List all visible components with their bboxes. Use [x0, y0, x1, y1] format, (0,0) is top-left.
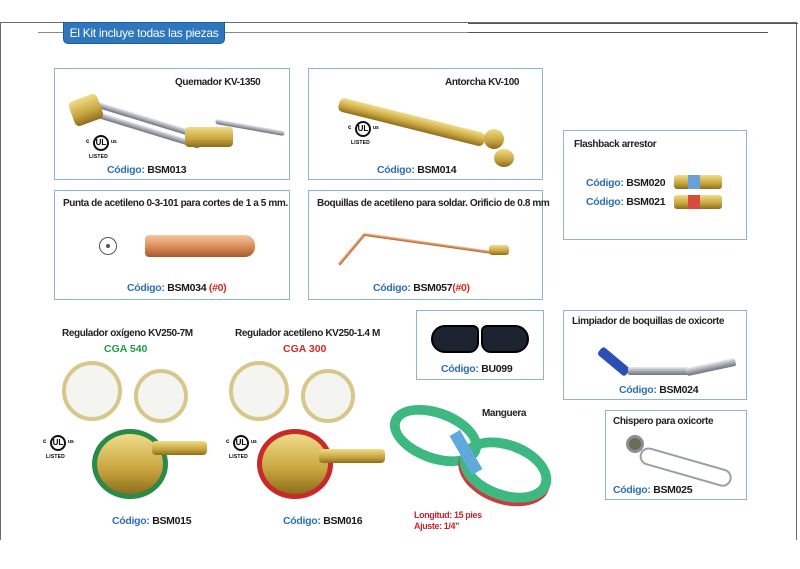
product-code: Código: BSM015: [112, 515, 192, 527]
product-code: Código: BSM014: [377, 164, 457, 176]
product-card-flashback: Flashback arrestor Código: BSM020 Código…: [563, 130, 747, 240]
tip-cleaner-image: [596, 339, 740, 379]
product-title: Regulador acetileno KV250-1.4 M: [235, 328, 380, 339]
page-frame: [0, 22, 797, 540]
product-title: Punta de acetileno 0-3-101 para cortes d…: [63, 198, 288, 209]
product-card-boquillas: Boquillas de acetileno para soldar. Orif…: [308, 190, 550, 300]
flashback-arrestor-red-image: [674, 195, 722, 209]
hose-length: Longitud: 15 pies: [414, 510, 482, 520]
header-rule-top: [468, 23, 798, 24]
torch-image: [337, 87, 529, 167]
product-subtitle: CGA 300: [283, 343, 327, 355]
goggles-image: [431, 319, 531, 355]
product-title: Quemador KV-1350: [175, 77, 261, 88]
hose-image: [381, 393, 561, 515]
product-code: Código: BSM013: [107, 164, 187, 176]
product-reg-acetileno: Regulador acetileno KV250-1.4 M CGA 300 …: [215, 325, 395, 535]
product-code-1: Código: BSM020: [586, 177, 666, 189]
product-manguera: Manguera Longitud: 15 pies Ajuste: 1/4": [381, 393, 564, 534]
tip-face-icon: [99, 237, 117, 255]
hose-fit: Ajuste: 1/4": [414, 521, 459, 531]
product-title: Regulador oxígeno KV250-7M: [62, 328, 193, 339]
welding-nozzle-image: [337, 221, 539, 281]
product-code: Código: BSM057(#0): [373, 282, 470, 294]
product-card-limpiador: Limpiador de boquillas de oxicorte Códig…: [563, 310, 747, 400]
torch-handle-image: [65, 87, 285, 157]
product-title: Flashback arrestor: [574, 139, 657, 150]
cutting-tip-image: [145, 235, 255, 257]
acetylene-regulator-image: [229, 361, 389, 506]
product-title: Manguera: [482, 408, 527, 419]
product-code: Código: BSM024: [619, 384, 699, 396]
header-rule: [38, 32, 468, 33]
product-card-chispero: Chispero para oxicorte Código: BSM025: [605, 410, 747, 500]
oxygen-regulator-image: [62, 361, 212, 506]
product-subtitle: CGA 540: [104, 343, 148, 355]
product-title: Boquillas de acetileno para soldar. Orif…: [317, 198, 550, 209]
striker-image: [626, 435, 741, 489]
product-title: Antorcha KV-100: [445, 77, 520, 88]
product-code: Código: BSM034 (#0): [127, 282, 227, 294]
product-code: Código: BU099: [441, 363, 513, 375]
header-rule-right: [468, 32, 768, 33]
product-code: Código: BSM025: [613, 484, 693, 496]
product-title: Limpiador de boquillas de oxicorte: [572, 316, 724, 327]
kit-banner: El Kit incluye todas las piezas: [63, 22, 225, 44]
flashback-arrestor-blue-image: [674, 175, 722, 189]
product-code: Código: BSM016: [283, 515, 363, 527]
product-card-punta: Punta de acetileno 0-3-101 para cortes d…: [54, 190, 290, 300]
product-card-gafas: Código: BU099: [416, 310, 544, 380]
product-title: Chispero para oxicorte: [613, 416, 714, 427]
product-code-2: Código: BSM021: [586, 196, 666, 208]
